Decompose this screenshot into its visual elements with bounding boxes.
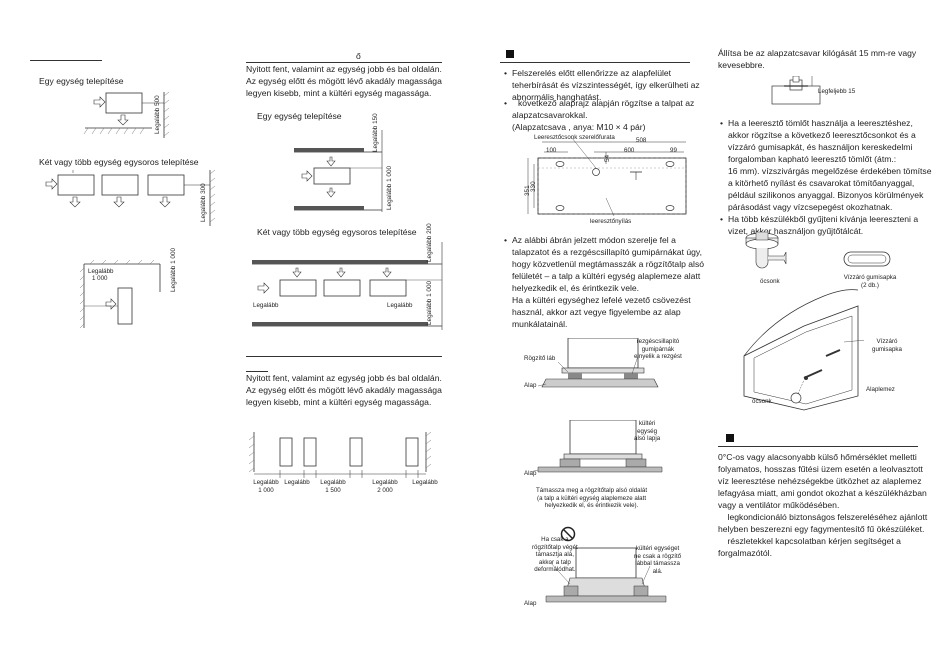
sub-rule bbox=[246, 371, 268, 372]
drain-socket-diagram bbox=[745, 231, 787, 269]
para2: Nyitott fent, valamint az egység jobb és… bbox=[246, 373, 442, 407]
row-installation-diagram bbox=[248, 431, 432, 478]
foundation-plan-diagram bbox=[527, 137, 687, 217]
cap-label: Vízzáró gumisapka(2 db.) bbox=[843, 274, 897, 289]
single-unit-diagram bbox=[83, 91, 170, 138]
min-500-label: Legalább 500 bbox=[154, 95, 161, 134]
support-note: Támassza meg a rögzítőtalp alsó oldalát(… bbox=[536, 487, 648, 509]
min-1000b-label: Legalább 1 000 bbox=[426, 280, 433, 325]
bullet-1: • bbox=[504, 68, 508, 78]
multi-unit-caption: Két vagy több egység egysoros telepítése bbox=[39, 157, 199, 167]
col4-para: 0°C-os vagy alacsonyabb külső hőmérsékle… bbox=[718, 452, 928, 558]
section-rule bbox=[246, 356, 442, 357]
corner-min-label: Legalább bbox=[88, 268, 114, 275]
prohibited-icon bbox=[560, 526, 576, 542]
plate-label: Alaplemez bbox=[866, 386, 895, 393]
min-200-label: Legalább 200 bbox=[426, 223, 433, 262]
min-left-label: Legalább bbox=[253, 302, 279, 309]
wrong-support-diagram bbox=[545, 547, 667, 603]
single-unit-caption: Egy egység telepítése bbox=[39, 76, 124, 86]
corner-min-v-label: Legalább 1 000 bbox=[170, 247, 177, 292]
multi-unit-diagram-2 bbox=[252, 242, 443, 330]
col4-bullet-2: Ha több készülékből gyűjteni kívánja lee… bbox=[728, 214, 919, 236]
dim-508: 508 bbox=[636, 137, 647, 144]
col3-bullet-2: következő alaprajz alapján rögzítse a ta… bbox=[512, 98, 695, 132]
bolt-protrusion-diagram bbox=[771, 76, 821, 105]
min-300-label: Legalább 300 bbox=[200, 183, 207, 222]
socket-label: öcsonk bbox=[760, 278, 780, 285]
bullet-2: • bbox=[504, 98, 508, 108]
col4-intro: Állítsa be az alapzatcsavar kilógását 15… bbox=[718, 48, 917, 70]
heading-rule bbox=[30, 60, 102, 61]
heading-rule-3 bbox=[500, 62, 690, 63]
section-marker-2 bbox=[726, 434, 734, 442]
drain-mount-label: Leeresztőcsonk szerelőfurata bbox=[534, 134, 615, 141]
bullet-5: • bbox=[720, 214, 724, 224]
dim-54: 54 bbox=[604, 154, 611, 162]
single-unit-caption-2: Egy egység telepítése bbox=[257, 111, 342, 121]
dim-100: 100 bbox=[546, 147, 557, 154]
base-label-1: Alap bbox=[524, 382, 537, 389]
heading-rule-4 bbox=[718, 446, 918, 447]
multi-unit-caption-2: Két vagy több egység egysoros telepítése bbox=[257, 227, 417, 237]
section-heading: ő bbox=[356, 51, 361, 61]
min-mid-label: Legalább bbox=[387, 302, 413, 309]
dim-99: 99 bbox=[670, 147, 677, 154]
dim-600: 600 bbox=[624, 147, 635, 154]
support-diagram bbox=[530, 420, 663, 473]
drain-hole-label: leeresztőnyílás bbox=[590, 218, 632, 225]
heading-rule-2 bbox=[246, 62, 442, 63]
min-1000-label: Legalább 1 000 bbox=[386, 165, 393, 210]
bullet-3: • bbox=[504, 235, 508, 245]
row-label-2: Legalább bbox=[284, 479, 310, 486]
corner-diagram bbox=[80, 259, 161, 329]
socket2-label: öcsonk bbox=[752, 398, 772, 405]
rubber-cap-diagram bbox=[843, 251, 891, 267]
dim-330: 330 bbox=[530, 181, 537, 192]
base-label-2: Alap bbox=[524, 470, 537, 477]
fix-foot-label: Rögzítő láb bbox=[524, 355, 556, 362]
min-150-label: Legalább 150 bbox=[372, 113, 379, 152]
base-label-3: Alap bbox=[524, 600, 537, 607]
rubber-pad-diagram bbox=[537, 338, 659, 388]
corner-min-value: 1 000 bbox=[92, 275, 108, 282]
bullet-4: • bbox=[720, 118, 724, 128]
base-plate-diagram bbox=[743, 289, 864, 411]
max-15-label: Legfeljebb 15 bbox=[818, 88, 856, 95]
single-unit-diagram-2 bbox=[294, 130, 383, 212]
col3-bullet-3: Az alábbi ábrán jelzett módon szerelje f… bbox=[512, 235, 705, 329]
row-label-5: Legalább bbox=[412, 479, 438, 486]
para1: Nyitott fent, valamint az egység jobb és… bbox=[246, 64, 442, 98]
multi-unit-diagram bbox=[45, 170, 215, 226]
col4-bullet-1: Ha a leeresztő tömlőt használja a leeres… bbox=[728, 118, 932, 212]
col3-bullet-1: Felszerelés előtt ellenőrizze az alapfel… bbox=[512, 68, 700, 102]
section-marker bbox=[506, 50, 514, 58]
